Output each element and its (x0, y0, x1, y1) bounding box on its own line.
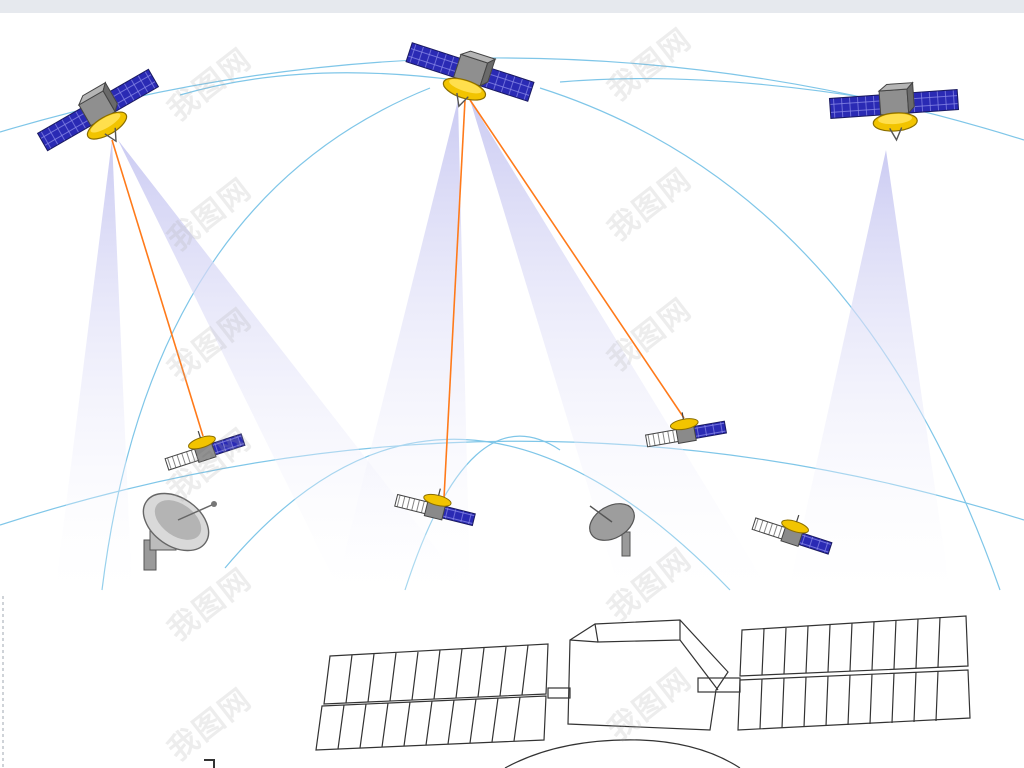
right-solar-panel (737, 615, 971, 731)
ground-dish-small (589, 503, 635, 557)
ground-dish-large (142, 492, 217, 571)
satellite-top-center (397, 32, 538, 127)
satellite-top-right (828, 78, 962, 146)
central-body (567, 619, 729, 731)
signal-beams (55, 100, 950, 592)
link-lines (111, 99, 685, 499)
satellite-low-left (159, 418, 247, 473)
left-solar-panel (315, 643, 549, 751)
top-bar (0, 0, 1024, 13)
satellite-line-drawing (204, 615, 971, 768)
dish-rim (504, 739, 741, 768)
